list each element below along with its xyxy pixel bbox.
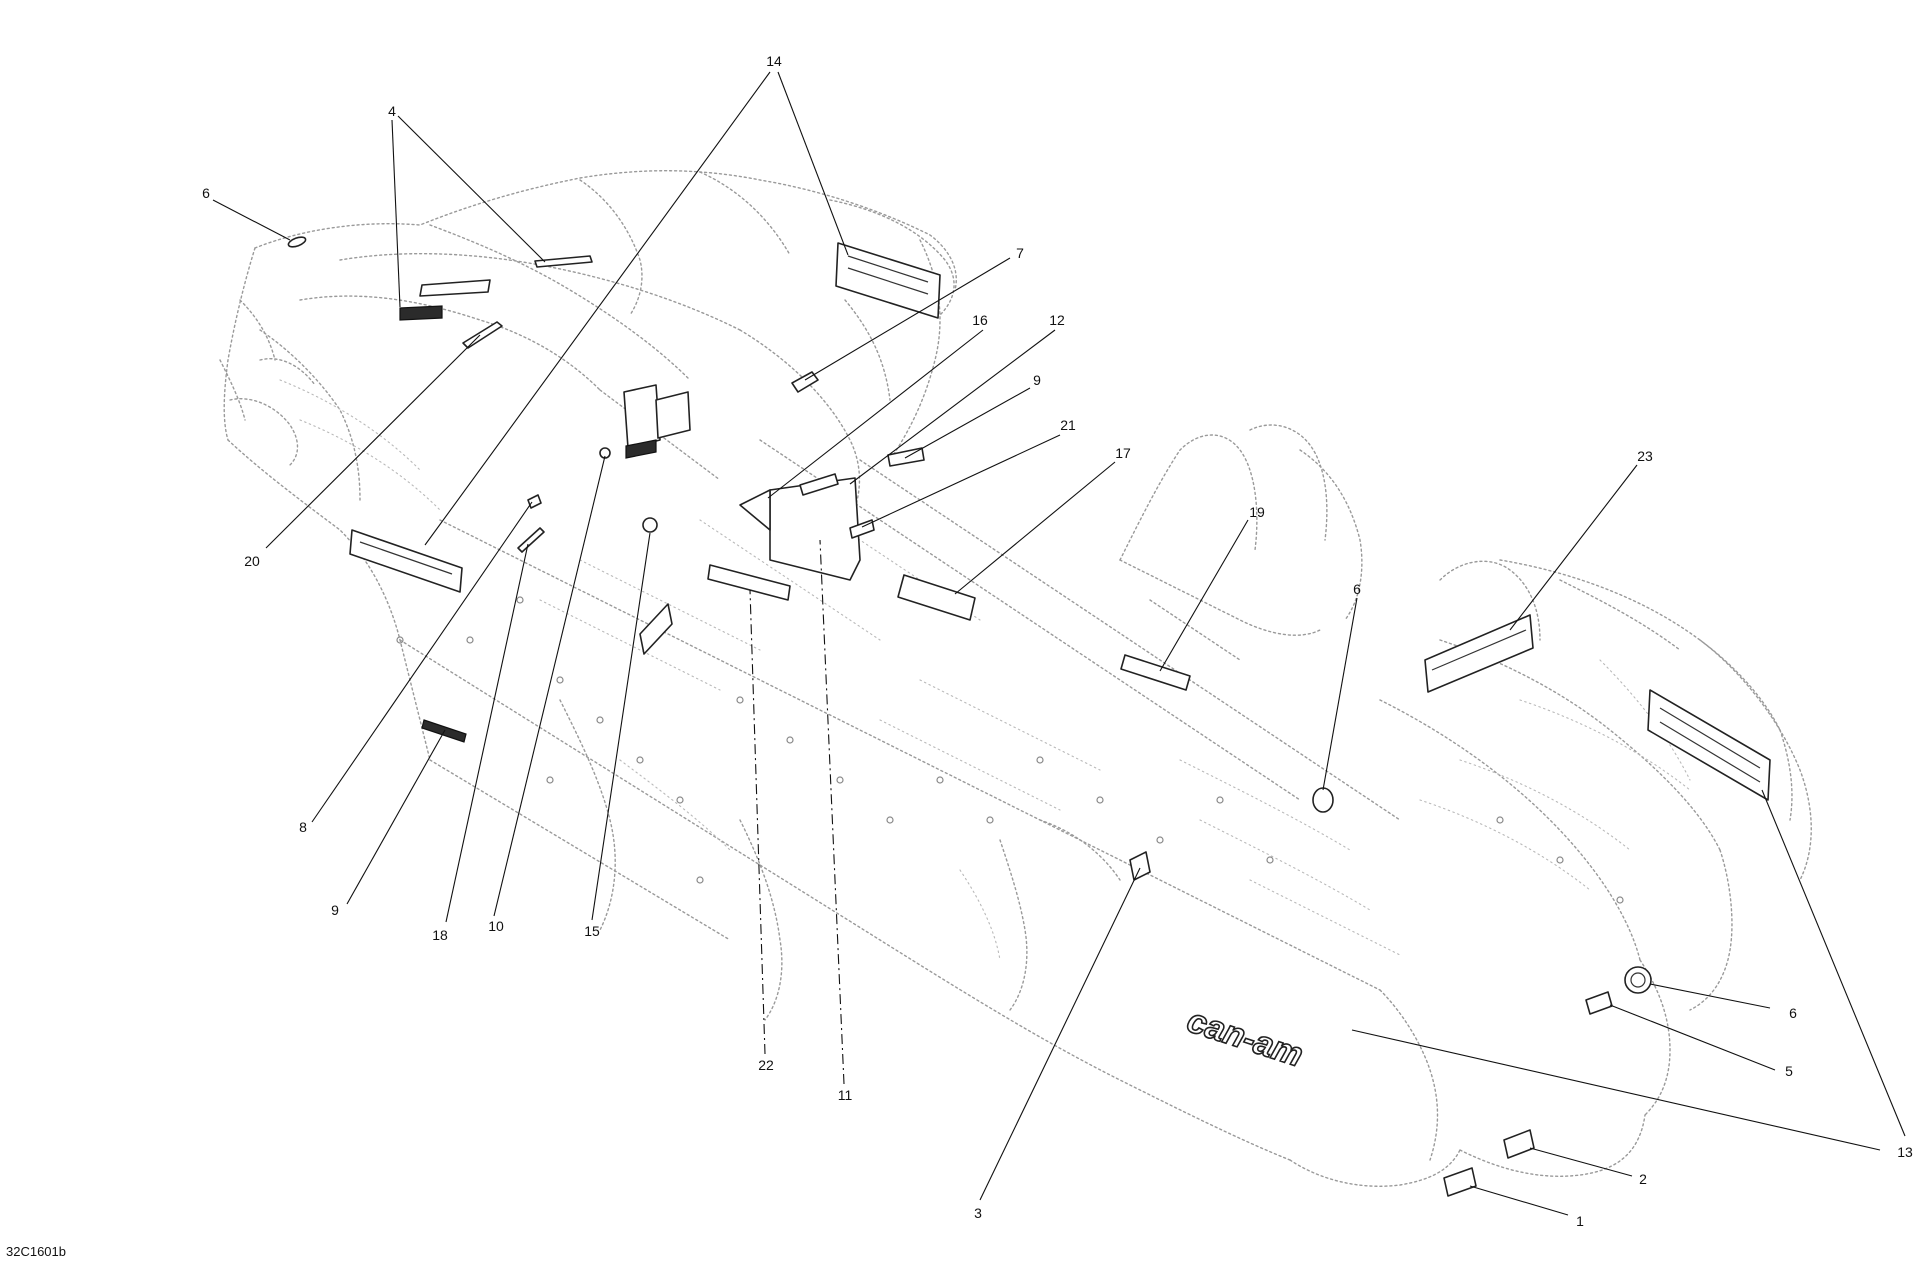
decal-16-round [642,517,658,533]
decal-18-strip [462,321,503,349]
callout-6-rear: 6 [1789,1005,1797,1021]
callout-22: 22 [758,1057,774,1073]
decal-oval-mid [1312,787,1334,813]
decal-4-badge [399,305,443,321]
callout-23: 23 [1637,448,1653,464]
callout-3: 3 [974,1205,982,1221]
callout-16: 15 [584,923,600,939]
decal-7 [791,371,819,393]
decal-16-tag [639,603,673,655]
decal-oval-front [287,236,307,248]
callout-13: 14 [766,53,782,69]
callout-10: 10 [488,918,504,934]
callout-9-lower: 9 [331,902,339,918]
callout-9-upper: 9 [1033,372,1041,388]
callout-20: 18 [432,927,448,943]
decal-side-panel-b [655,391,691,439]
decal-14-tab [799,473,839,496]
decal-22-strip [707,564,791,601]
decal-3 [1129,851,1151,881]
decal-13-fender-logo [349,529,463,593]
decal-4-hood-plate [419,279,491,297]
callout-18: 20 [244,553,260,569]
leader-lines [212,71,1906,1216]
decal-4-stripe-top [534,255,593,268]
fastener-holes [396,596,1624,904]
decal-side-panel [623,384,661,449]
callout-7: 7 [1016,245,1024,261]
callout-1: 1 [1576,1213,1584,1229]
callout-8: 8 [299,819,307,835]
callout-2: 2 [1639,1171,1647,1187]
callout-19: 13 [1897,1144,1913,1160]
callout-labels: 14 4 6 7 16 12 9 21 17 19 23 6 20 8 9 18… [202,53,1913,1229]
decal-5 [1585,991,1613,1015]
brand-logo-decal: can-am [1183,1001,1308,1074]
decal-15-panel [897,574,976,621]
decal-23-long [1424,614,1534,693]
callout-17: 19 [1249,504,1265,520]
decal-12-wedge [739,489,771,531]
decal-1 [1443,1167,1477,1197]
callout-11: 11 [838,1087,853,1103]
callout-12: 12 [1049,312,1065,328]
vehicle-body-outline [219,170,1812,1187]
callout-5: 5 [1785,1063,1793,1079]
decal-oval-rear [1624,966,1652,994]
callout-6-front: 6 [202,185,210,201]
figure-code: 32C1601b [6,1244,66,1259]
callout-6-mid: 6 [1353,581,1361,597]
decal-2 [1503,1129,1535,1159]
decal-11-dash-panel [769,477,861,581]
callout-14: 16 [972,312,988,328]
decal-20 [517,527,545,553]
decals: can-am [287,236,1771,1197]
callout-4: 4 [388,103,396,119]
decal-8 [527,494,542,509]
callout-15: 17 [1115,445,1131,461]
decal-17-strip [1120,654,1191,691]
callout-21: 21 [1060,417,1076,433]
decal-19-rear-logo [1647,689,1771,801]
